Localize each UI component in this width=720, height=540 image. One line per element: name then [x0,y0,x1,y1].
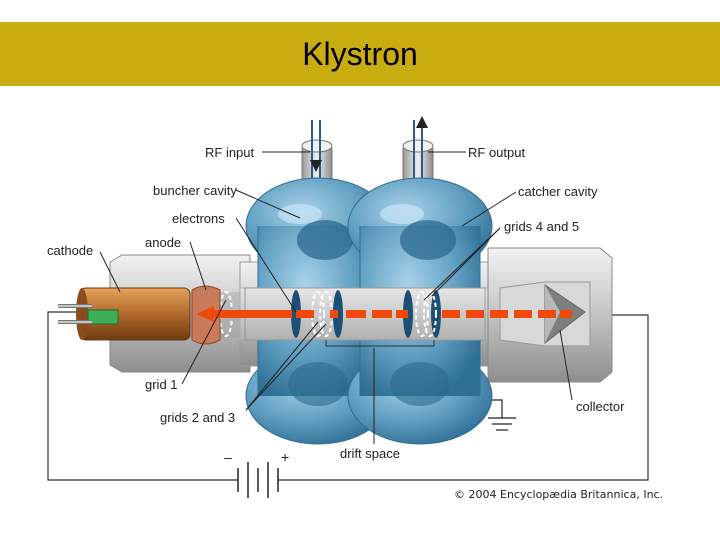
copyright-credit: © 2004 Encyclopædia Britannica, Inc. [454,488,663,501]
label-rf-input: RF input [205,145,255,160]
label-minus: – [224,449,232,465]
label-cathode: cathode [47,243,93,258]
label-buncher-cavity: buncher cavity [153,183,237,198]
label-drift-space: drift space [340,446,400,461]
label-grids-4-5: grids 4 and 5 [504,219,579,234]
label-plus: + [281,449,289,465]
label-grid-1: grid 1 [145,377,178,392]
battery-icon [238,462,278,498]
electron-beam [210,310,572,318]
label-grids-2-3: grids 2 and 3 [160,410,235,425]
label-catcher-cavity: catcher cavity [518,184,598,199]
label-collector: collector [576,399,625,414]
label-electrons: electrons [172,211,225,226]
label-anode: anode [145,235,181,250]
label-rf-output: RF output [468,145,525,160]
